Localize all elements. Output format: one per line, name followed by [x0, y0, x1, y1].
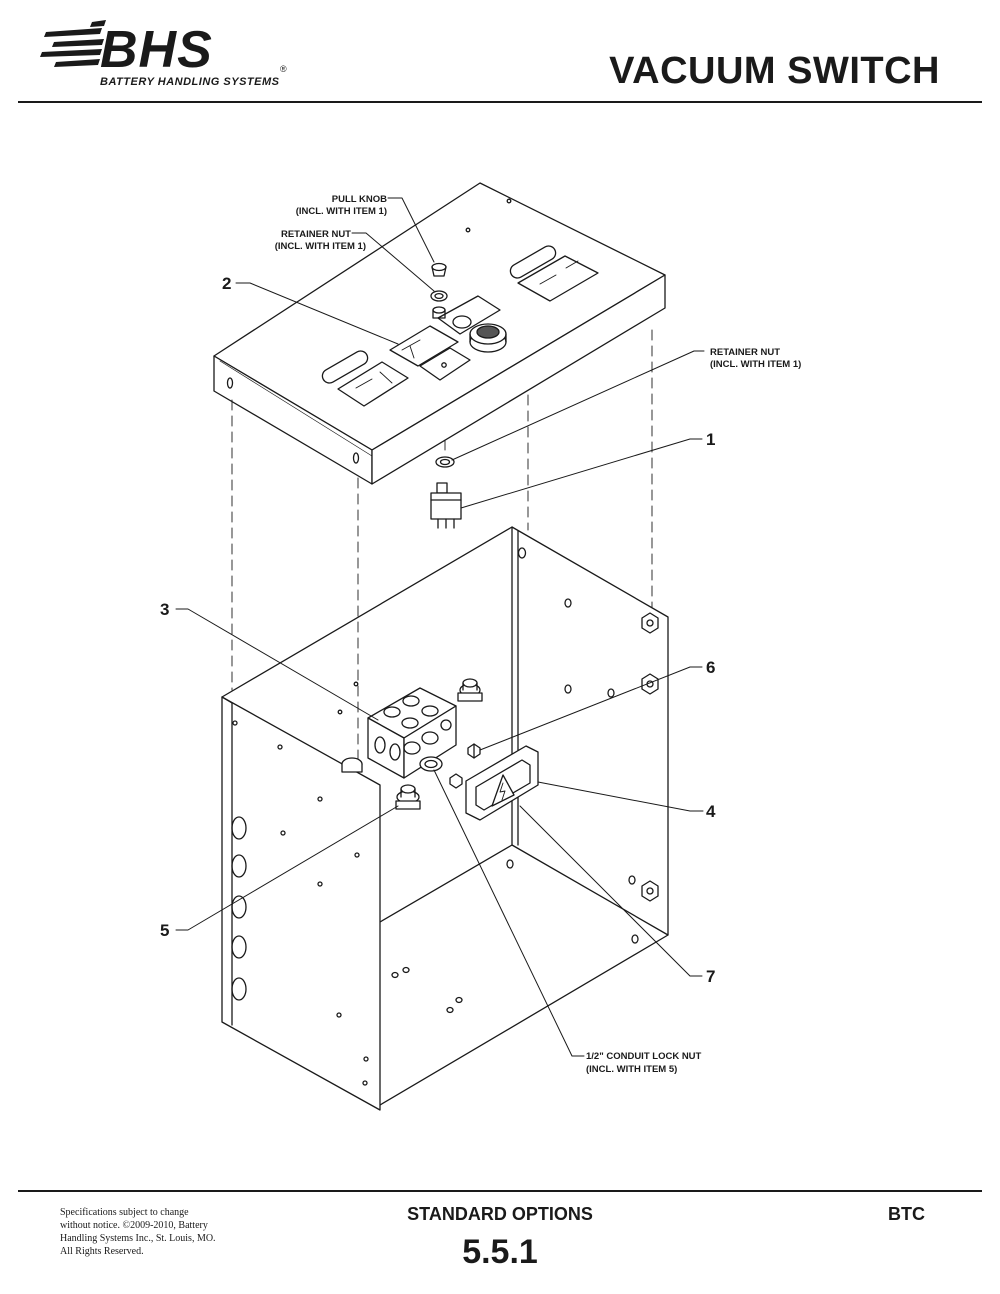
enclosure-lid: [213, 182, 666, 485]
callout-labels: PULL KNOB (INCL. WITH ITEM 1) RETAINER N…: [160, 194, 801, 1075]
footer-divider: [18, 1190, 982, 1192]
pull-knob-note: (INCL. WITH ITEM 1): [296, 206, 387, 217]
copyright-notice: Specifications subject to change without…: [60, 1207, 216, 1257]
conduit-lock-nut-label: 1/2" CONDUIT LOCK NUT: [586, 1051, 702, 1062]
pull-knob-label: PULL KNOB: [332, 194, 387, 205]
page-header: BHS ® BATTERY HANDLING SYSTEMS VACUUM SW…: [0, 0, 1000, 110]
retainer-nut-top-note: (INCL. WITH ITEM 1): [275, 241, 366, 252]
logo-wordmark: BHS: [100, 21, 213, 79]
item-5-number: 5: [160, 921, 169, 940]
item-1-number: 1: [706, 430, 715, 449]
bhs-logo: BHS ® BATTERY HANDLING SYSTEMS: [40, 18, 300, 94]
item-2-number: 2: [222, 274, 231, 293]
item-4-number: 4: [706, 802, 716, 821]
pull-knob-parts: [430, 262, 448, 319]
speed-lines-icon: [40, 20, 106, 67]
conduit-lock-nut-note: (INCL. WITH ITEM 5): [586, 1064, 677, 1075]
item-6-number: 6: [706, 658, 715, 677]
exploded-assembly-drawing: PULL KNOB (INCL. WITH ITEM 1) RETAINER N…: [160, 182, 801, 1111]
section-number: 5.5.1: [462, 1233, 538, 1271]
screws-and-warning-label: [449, 743, 539, 821]
leader-lines: [175, 197, 705, 1057]
item-3-number: 3: [160, 600, 169, 619]
retainer-nut-right-note: (INCL. WITH ITEM 1): [710, 359, 801, 370]
page-title: VACUUM SWITCH: [609, 50, 940, 92]
enclosure-box: [221, 526, 669, 1111]
junction-box: [367, 687, 457, 779]
model-code: BTC: [888, 1204, 925, 1224]
item-7-number: 7: [706, 967, 715, 986]
retainer-nut-right-label: RETAINER NUT: [710, 347, 780, 358]
retainer-nut-top-label: RETAINER NUT: [281, 229, 351, 240]
registered-mark: ®: [280, 64, 287, 74]
header-divider: [18, 101, 982, 103]
projection-lines: [231, 329, 653, 821]
section-title: STANDARD OPTIONS: [407, 1204, 593, 1224]
logo-subtitle: BATTERY HANDLING SYSTEMS: [100, 76, 280, 88]
conduit-connectors: [341, 678, 483, 810]
switch-assembly: [430, 456, 462, 529]
